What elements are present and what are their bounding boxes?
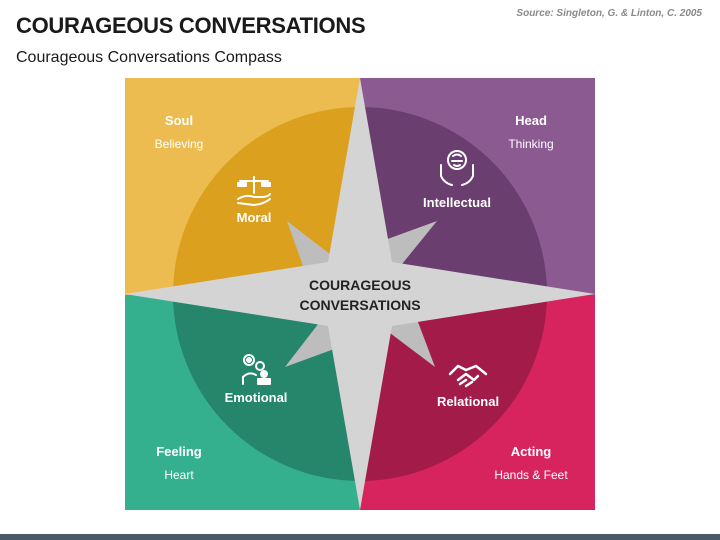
emotional-label: Emotional bbox=[225, 390, 288, 405]
handshake-icon bbox=[448, 364, 488, 388]
brain-hands-icon bbox=[440, 150, 474, 186]
soul-subtitle: Believing bbox=[155, 137, 204, 151]
acting-subtitle: Hands & Feet bbox=[494, 468, 568, 482]
balance-hand-icon bbox=[237, 176, 271, 206]
head-subtitle: Thinking bbox=[508, 137, 553, 151]
compass-star bbox=[125, 78, 595, 510]
relational-label: Relational bbox=[437, 394, 499, 409]
page-title: COURAGEOUS CONVERSATIONS bbox=[16, 13, 366, 38]
footer-bar bbox=[0, 534, 720, 540]
head-title: Head bbox=[515, 113, 547, 128]
gears-person-icon bbox=[242, 354, 271, 385]
source-note: Source: Singleton, G. & Linton, C. 2005 bbox=[516, 8, 702, 19]
soul-title: Soul bbox=[165, 113, 193, 128]
feeling-title: Feeling bbox=[156, 444, 202, 459]
center-line-1: COURAGEOUS bbox=[309, 277, 411, 293]
center-line-2: CONVERSATIONS bbox=[299, 297, 420, 313]
feeling-subtitle: Heart bbox=[164, 468, 194, 482]
acting-title: Acting bbox=[511, 444, 552, 459]
intellectual-label: Intellectual bbox=[423, 195, 491, 210]
page-subtitle: Courageous Conversations Compass bbox=[16, 49, 282, 66]
moral-label: Moral bbox=[237, 210, 272, 225]
